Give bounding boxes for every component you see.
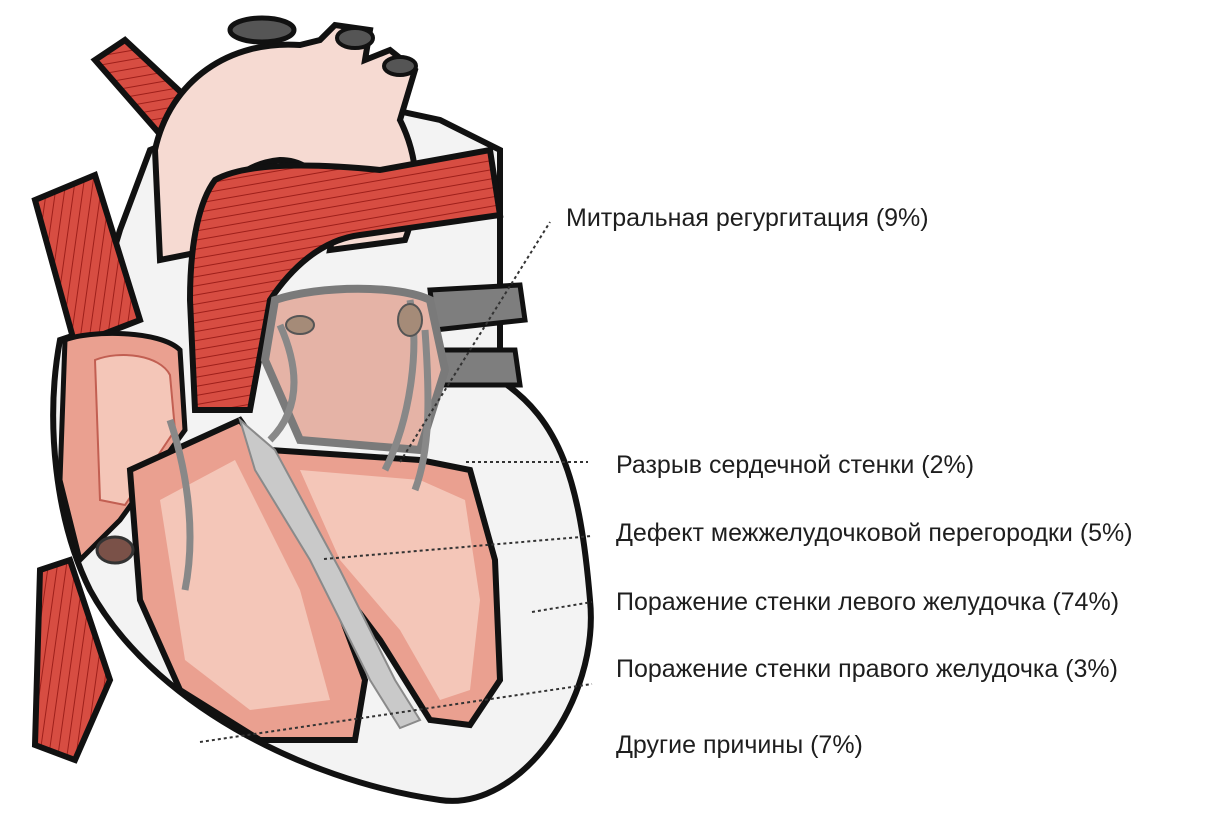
pulmonary-vein-upper xyxy=(430,285,525,330)
aortic-valve xyxy=(286,316,314,334)
label-other-causes: Другие причины (7%) xyxy=(616,733,863,758)
label-cardiac-wall-rupture: Разрыв сердечной стенки (2%) xyxy=(616,453,974,478)
superior-vena-cava xyxy=(35,175,140,345)
label-left-ventricle-wall: Поражение стенки левого желудочка (74%) xyxy=(616,590,1119,615)
mitral-valve xyxy=(398,304,422,336)
label-right-ventricle-wall: Поражение стенки правого желудочка (3%) xyxy=(616,657,1118,682)
tricuspid-valve xyxy=(97,537,133,563)
aorta-opening xyxy=(230,18,294,42)
carotid-opening xyxy=(337,28,373,48)
label-ventricular-septal-defect: Дефект межжелудочковой перегородки (5%) xyxy=(616,521,1133,546)
subclavian-opening xyxy=(384,57,416,75)
label-mitral-regurgitation: Митральная регургитация (9%) xyxy=(566,206,929,231)
